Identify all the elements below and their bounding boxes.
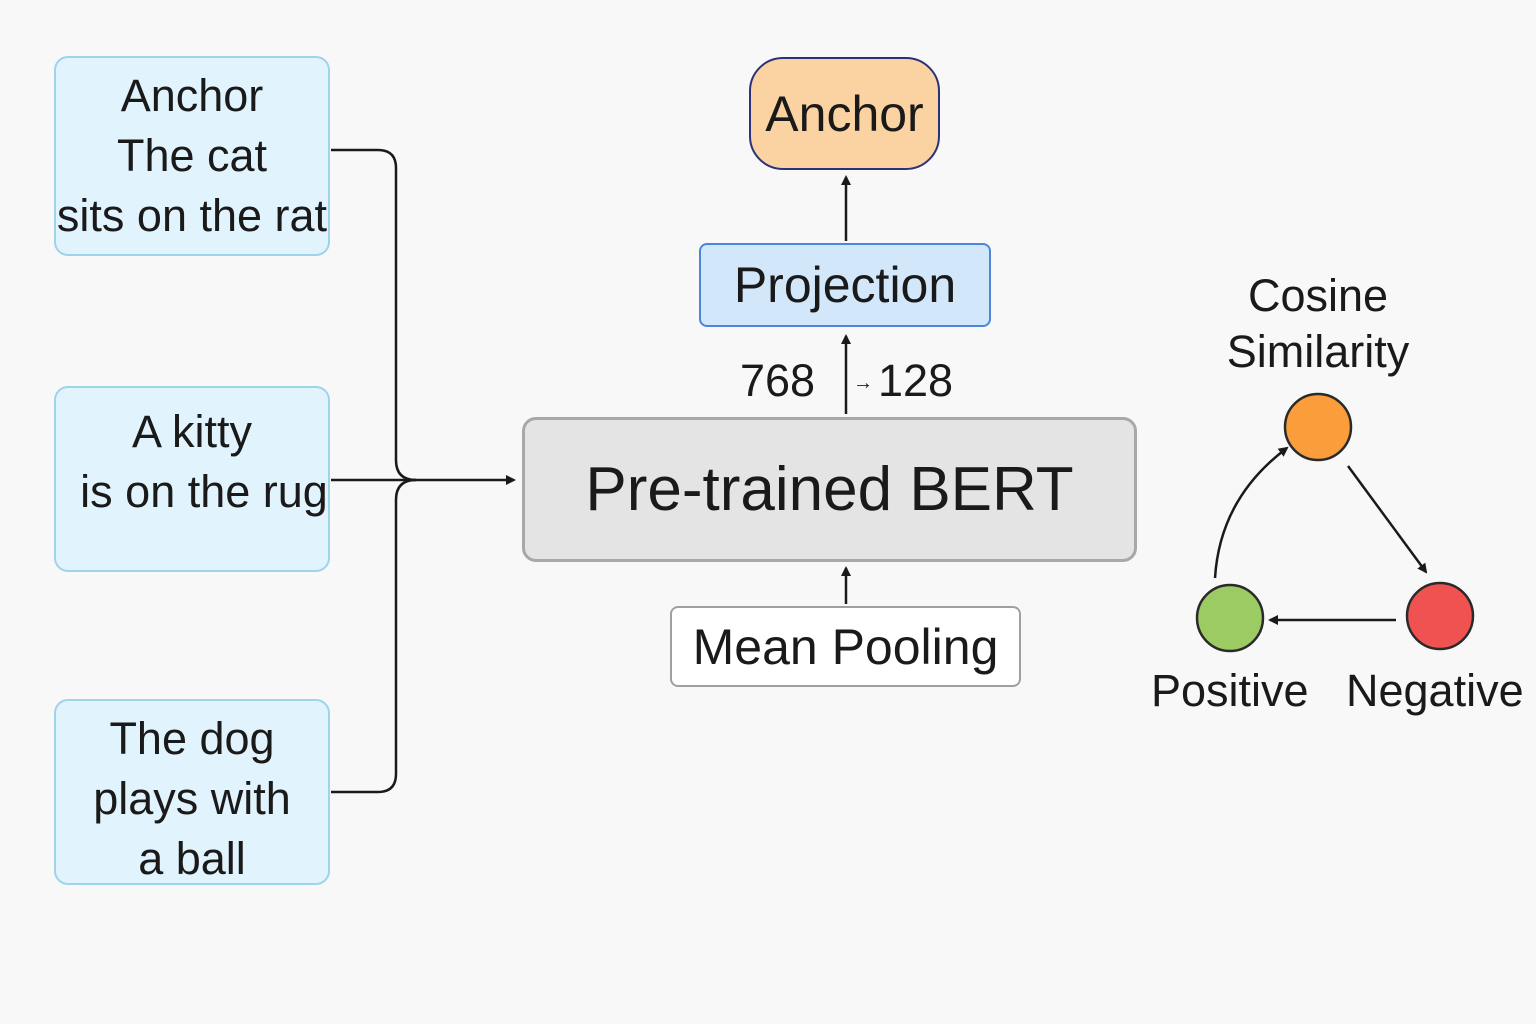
pooling-label: Mean Pooling (692, 618, 999, 675)
anchor-node (1283, 392, 1353, 462)
bert-label: Pre-trained BERT (585, 455, 1074, 524)
projection-box: Projection (699, 243, 991, 327)
input-sentence-anchor: Anchor The cat sits on the rat (54, 56, 330, 256)
input-3-line-3: a ball (138, 833, 246, 884)
input-3-line-2: plays with (93, 773, 291, 824)
input-1-line-1: Anchor (120, 70, 264, 121)
anchor-output-box: Anchor (749, 57, 940, 170)
projection-label: Projection (733, 257, 957, 313)
bert-encoder-box: Pre-trained BERT (522, 417, 1137, 562)
positive-node (1195, 583, 1265, 653)
input-3-line-1: The dog (109, 713, 275, 764)
dimension-arrow-icon: → (853, 372, 873, 394)
connector-input-1 (331, 148, 417, 482)
cosine-title-line-1: Cosine (1247, 270, 1389, 321)
negative-label: Negative (1346, 665, 1524, 716)
input-sentence-negative: The dog plays with a ball (54, 699, 330, 885)
cosine-title-line-2: Similarity (1226, 326, 1410, 377)
dimension-output: 128 (878, 355, 954, 406)
cosine-similarity-title: Cosine Similarity (1188, 268, 1448, 380)
dimension-input: 768 (740, 355, 816, 406)
negative-node (1405, 581, 1475, 651)
input-2-line-2: is on the rug (80, 466, 328, 517)
anchor-output-label: Anchor (765, 85, 924, 142)
arrow-positive-to-anchor (1213, 446, 1289, 579)
connector-input-3 (331, 478, 417, 794)
input-2-line-1: A kitty (131, 406, 253, 457)
mean-pooling-box: Mean Pooling (670, 606, 1021, 687)
positive-label: Positive (1151, 665, 1309, 716)
input-1-line-2: The cat (116, 130, 268, 181)
arrow-anchor-to-negative (1346, 465, 1428, 574)
input-1-line-3: sits on the rat (56, 190, 328, 241)
input-sentence-positive: A kitty is on the rug (54, 386, 330, 572)
